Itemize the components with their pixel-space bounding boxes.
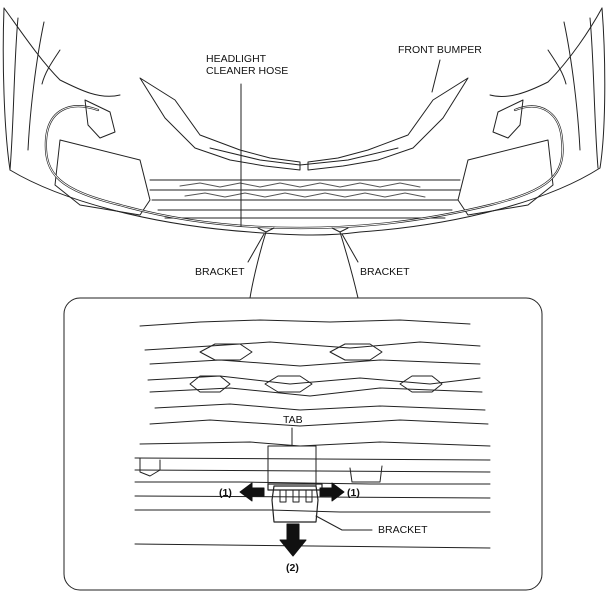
detail-slat-1 xyxy=(139,319,471,327)
front-bumper-leader-line xyxy=(431,59,441,93)
mesh-tab-right xyxy=(349,465,383,483)
grille-center-upper xyxy=(209,147,399,166)
grille-upper-left-wing xyxy=(139,77,301,171)
detail-slat-4 xyxy=(147,375,481,385)
detail-bracket-tab-2 xyxy=(292,489,300,503)
mesh-hex-1 xyxy=(199,343,253,361)
detail-bracket-body xyxy=(271,485,319,523)
detail-slat-7 xyxy=(149,419,489,427)
front-bumper-overview xyxy=(2,7,606,299)
detail-bracket-tab-1 xyxy=(279,489,287,503)
front-bumper-label: FRONT BUMPER xyxy=(398,44,482,56)
fog-lamp-opening-right xyxy=(457,139,554,216)
headlight-cleaner-hose-label: HEADLIGHT CLEANER HOSE xyxy=(206,53,288,77)
detail-bracket-label: BRACKET xyxy=(378,524,428,536)
arrow-down-remove xyxy=(279,523,307,557)
detail-bracket-leader-line xyxy=(315,515,373,531)
tab-label: TAB xyxy=(283,414,303,426)
overview-bracket-right xyxy=(331,227,349,233)
detail-slat-10 xyxy=(134,469,491,473)
grille-mesh-center xyxy=(179,182,421,188)
zoom-cone-left xyxy=(249,231,267,299)
arrow-right-step-label: (1) xyxy=(347,487,360,499)
right-nozzle-mount xyxy=(492,99,524,139)
detail-slat-14 xyxy=(134,543,491,549)
detail-slat-3 xyxy=(149,359,481,367)
bumper-left-corner-line xyxy=(27,21,45,151)
left-nozzle-mount xyxy=(84,99,116,139)
bumper-top-edge-left xyxy=(3,7,121,97)
detail-slat-11 xyxy=(134,481,491,485)
fog-lamp-opening-left xyxy=(54,139,151,216)
left-hose-clip xyxy=(41,49,61,85)
mesh-hex-4 xyxy=(399,375,443,393)
arrow-down-step-label: (2) xyxy=(286,562,299,574)
grille-mesh-center-2 xyxy=(184,192,426,198)
mesh-tab-left xyxy=(139,457,161,477)
arrow-left-release xyxy=(239,482,265,502)
detail-bracket-tab-3 xyxy=(305,489,313,503)
detail-slat-13 xyxy=(134,509,491,513)
arrow-left-step-label: (1) xyxy=(219,487,232,499)
zoom-cone-right xyxy=(339,231,359,299)
detail-slat-6 xyxy=(154,403,486,411)
bracket-detail-view xyxy=(63,297,543,591)
detail-slat-5 xyxy=(149,387,483,397)
detail-slat-9 xyxy=(134,457,491,461)
detail-frame xyxy=(63,297,543,591)
right-hose-clip xyxy=(547,49,567,85)
headlight-cleaner-hose-label-line-1: HEADLIGHT xyxy=(206,53,267,65)
bracket-right-label: BRACKET xyxy=(360,266,410,278)
bumper-right-fascia xyxy=(589,17,599,169)
mesh-hex-5 xyxy=(189,375,231,393)
tab-leader-bracket xyxy=(267,427,317,487)
bumper-top-edge-right xyxy=(489,7,603,97)
detail-slat-2 xyxy=(144,341,481,351)
mesh-hex-3 xyxy=(264,375,313,393)
grille-upper-right-wing xyxy=(307,77,469,171)
bumper-left-fascia xyxy=(9,17,19,171)
bumper-right-corner-line xyxy=(563,21,581,151)
detail-bracket-top xyxy=(267,483,323,491)
headlight-cleaner-hose-label-line-2: CLEANER HOSE xyxy=(206,65,289,77)
bracket-left-label: BRACKET xyxy=(195,266,245,278)
mesh-hex-2 xyxy=(329,343,383,361)
bumper-outer-edge xyxy=(2,7,606,236)
detail-slat-8 xyxy=(139,441,491,447)
headlight-cleaner-hose-inner xyxy=(45,105,564,229)
bracket-right-leader-line xyxy=(341,233,359,263)
bracket-left-leader-line xyxy=(247,233,265,263)
arrow-right-release xyxy=(319,482,345,502)
